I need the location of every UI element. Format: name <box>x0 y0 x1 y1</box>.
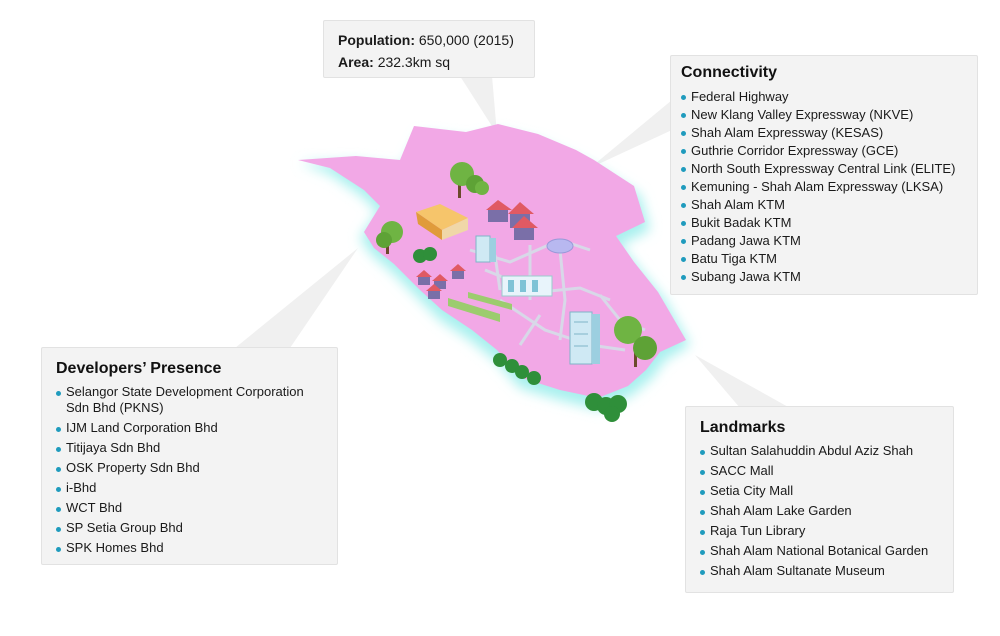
population-info-box: Population: 650,000 (2015) Area: 232.3km… <box>323 20 535 78</box>
list-item: Selangor State Development Corporation S… <box>56 384 323 416</box>
landmarks-pointer <box>695 355 790 408</box>
list-item: Shah Alam Expressway (KESAS) <box>681 124 967 142</box>
connectivity-list: Federal Highway New Klang Valley Express… <box>681 88 967 286</box>
area-line: Area: 232.3km sq <box>338 51 520 73</box>
population-line: Population: 650,000 (2015) <box>338 29 520 51</box>
area-label: Area: <box>338 54 374 70</box>
palace-icon <box>416 204 468 240</box>
list-item: Shah Alam Sultanate Museum <box>700 563 939 579</box>
list-item: OSK Property Sdn Bhd <box>56 460 323 476</box>
list-item: SP Setia Group Bhd <box>56 520 323 536</box>
list-item: Shah Alam National Botanical Garden <box>700 543 939 559</box>
list-item: Guthrie Corridor Expressway (GCE) <box>681 142 967 160</box>
house-cluster-icon <box>416 264 466 299</box>
list-item: Kemuning - Shah Alam Expressway (LKSA) <box>681 178 967 196</box>
list-item: Subang Jawa KTM <box>681 268 967 286</box>
list-item: IJM Land Corporation Bhd <box>56 420 323 436</box>
list-item: Bukit Badak KTM <box>681 214 967 232</box>
list-item: i-Bhd <box>56 480 323 496</box>
population-pointer <box>460 76 497 134</box>
population-value: 650,000 (2015) <box>418 32 514 48</box>
tree-cluster-icon <box>376 221 403 254</box>
list-item: New Klang Valley Expressway (NKVE) <box>681 106 967 124</box>
road-network <box>469 238 646 352</box>
list-item: WCT Bhd <box>56 500 323 516</box>
civic-building-icon <box>501 275 553 297</box>
list-item: North South Expressway Central Link (ELI… <box>681 160 967 178</box>
tree-cluster-icon <box>450 162 489 198</box>
connectivity-info-box: Connectivity Federal Highway New Klang V… <box>670 55 978 295</box>
list-item: Federal Highway <box>681 88 967 106</box>
list-item: Setia City Mall <box>700 483 939 499</box>
list-item: Raja Tun Library <box>700 523 939 539</box>
house-cluster-icon <box>486 200 538 240</box>
bush-cluster-icon <box>413 247 627 422</box>
area-value: 232.3km sq <box>377 54 451 70</box>
connectivity-title: Connectivity <box>681 64 778 81</box>
list-item: Batu Tiga KTM <box>681 250 967 268</box>
tower-building-icon <box>475 235 496 263</box>
list-item: SPK Homes Bhd <box>56 540 323 556</box>
lake-icon <box>546 238 574 254</box>
tower-building-icon <box>569 311 600 365</box>
list-item: Sultan Salahuddin Abdul Aziz Shah <box>700 443 939 459</box>
population-label: Population: <box>338 32 415 48</box>
terrace-row-icon <box>448 292 512 322</box>
landmarks-list: Sultan Salahuddin Abdul Aziz Shah SACC M… <box>700 443 939 579</box>
developers-pointer <box>235 248 358 348</box>
landmarks-title: Landmarks <box>700 419 786 436</box>
list-item: Shah Alam Lake Garden <box>700 503 939 519</box>
connectivity-pointer <box>590 100 672 168</box>
list-item: Shah Alam KTM <box>681 196 967 214</box>
developers-info-box: Developers’ Presence Selangor State Deve… <box>41 347 338 565</box>
tree-cluster-icon <box>614 316 657 367</box>
landmarks-info-box: Landmarks Sultan Salahuddin Abdul Aziz S… <box>685 406 954 593</box>
list-item: Titijaya Sdn Bhd <box>56 440 323 456</box>
list-item: Padang Jawa KTM <box>681 232 967 250</box>
developers-list: Selangor State Development Corporation S… <box>56 384 323 556</box>
developers-title: Developers’ Presence <box>56 360 222 377</box>
list-item: SACC Mall <box>700 463 939 479</box>
